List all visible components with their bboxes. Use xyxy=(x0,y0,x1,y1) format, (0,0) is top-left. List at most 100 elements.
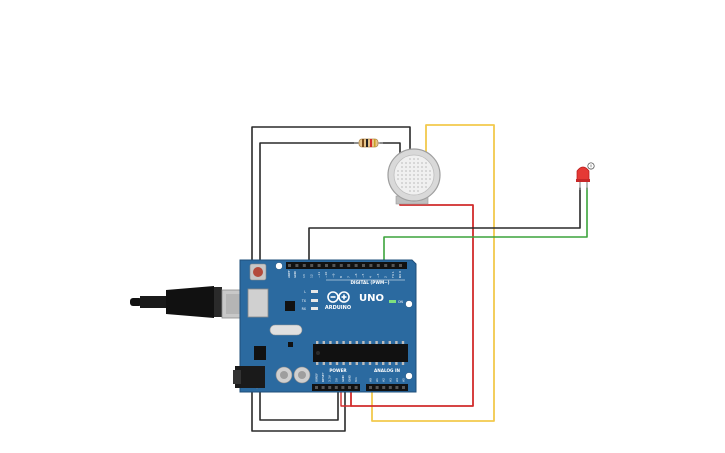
header-hole[interactable] xyxy=(375,386,379,389)
header-hole[interactable] xyxy=(388,386,392,389)
header-hole[interactable] xyxy=(317,264,321,267)
rx-label: RX xyxy=(302,307,307,311)
atmega-chip xyxy=(313,341,408,365)
digital-pin-label: 12 xyxy=(309,274,313,278)
chip-pin xyxy=(329,362,332,365)
mesh-dot xyxy=(429,170,431,172)
crystal xyxy=(269,324,303,336)
wire-yellow[interactable] xyxy=(371,124,495,422)
header-hole[interactable] xyxy=(391,264,395,267)
mesh-dot xyxy=(401,178,403,180)
header-hole[interactable] xyxy=(369,386,372,389)
resistor[interactable] xyxy=(354,138,383,148)
analog-pin-label: A5 xyxy=(402,378,406,382)
header-hole[interactable] xyxy=(332,264,336,267)
chip-pin xyxy=(316,341,319,344)
wire-black-led[interactable] xyxy=(308,187,581,265)
mesh-dot xyxy=(421,174,423,176)
mesh-dot xyxy=(425,182,427,184)
header-hole[interactable] xyxy=(354,264,358,267)
mesh-dot xyxy=(397,170,399,172)
chip-pin xyxy=(388,341,391,344)
mesh-dot xyxy=(405,182,407,184)
chip-pin xyxy=(322,341,325,344)
mesh-dot xyxy=(413,174,415,176)
gas-sensor-icon[interactable] xyxy=(387,148,441,205)
analog-pin-label: A4 xyxy=(395,378,399,382)
header-hole[interactable] xyxy=(339,264,343,267)
header-hole[interactable] xyxy=(399,264,402,267)
wire-red-short[interactable] xyxy=(340,387,352,407)
digital-pin-label: 13 xyxy=(302,274,306,278)
header-hole[interactable] xyxy=(328,386,332,389)
digital-pin-label: 4 xyxy=(369,276,373,278)
header-hole[interactable] xyxy=(382,386,386,389)
wire-black-inner[interactable] xyxy=(259,142,359,421)
mesh-dot xyxy=(401,170,403,172)
chip-pin xyxy=(335,341,339,344)
header-hole[interactable] xyxy=(347,264,351,267)
header-hole[interactable] xyxy=(376,264,380,267)
mesh-dot xyxy=(425,178,427,180)
header-hole[interactable] xyxy=(295,264,299,267)
header-hole[interactable] xyxy=(315,386,318,389)
header-hole[interactable] xyxy=(348,386,351,389)
header-hole[interactable] xyxy=(354,386,358,389)
mesh-dot xyxy=(421,186,423,188)
header-hole[interactable] xyxy=(395,386,399,389)
reset-button[interactable] xyxy=(249,263,267,281)
chip-pin xyxy=(362,341,365,344)
analog-label: ANALOG IN xyxy=(374,368,401,373)
mesh-dot xyxy=(397,178,399,180)
mesh-dot xyxy=(409,186,411,188)
usb-b-port[interactable] xyxy=(247,288,269,318)
mesh-dot xyxy=(413,170,415,172)
chip-pin xyxy=(388,362,391,365)
chip-pin xyxy=(395,362,398,365)
mesh-dot xyxy=(405,178,407,180)
chip-pin xyxy=(382,362,385,365)
header-hole[interactable] xyxy=(288,264,291,267)
mesh-dot xyxy=(417,162,419,164)
header-hole[interactable] xyxy=(384,264,388,267)
header-hole[interactable] xyxy=(369,264,373,267)
digital-label: DIGITAL (PWM~) xyxy=(350,280,389,285)
led-icon[interactable]: ! xyxy=(576,162,595,190)
mount-hole xyxy=(405,372,413,380)
mesh-dot xyxy=(421,166,423,168)
mesh-dot xyxy=(421,170,423,172)
mesh-dot xyxy=(429,174,431,176)
chip-pin xyxy=(382,341,385,344)
header-hole[interactable] xyxy=(402,386,405,389)
mount-hole xyxy=(275,262,283,270)
mesh-dot xyxy=(409,174,411,176)
wire-green[interactable] xyxy=(383,187,588,265)
header-hole[interactable] xyxy=(302,264,306,267)
mesh-dot xyxy=(401,186,403,188)
mesh-dot xyxy=(409,158,411,160)
header-hole[interactable] xyxy=(362,264,365,267)
header-hole[interactable] xyxy=(325,264,328,267)
mesh-dot xyxy=(405,174,407,176)
analog-pin-label: A0 xyxy=(369,378,373,382)
header-hole[interactable] xyxy=(321,386,325,389)
brand-label: ARDUINO xyxy=(325,305,351,311)
mesh-dot xyxy=(421,182,423,184)
on-label: ON xyxy=(398,300,404,304)
mesh-dot xyxy=(409,162,411,164)
power-jack[interactable] xyxy=(233,366,265,388)
mesh-dot xyxy=(417,186,419,188)
led-info-badge[interactable] xyxy=(587,162,595,170)
digital-pin-label: ~9 xyxy=(332,273,336,278)
mesh-dot xyxy=(425,162,427,164)
mesh-dot xyxy=(405,162,407,164)
mesh-dot xyxy=(405,170,407,172)
header-hole[interactable] xyxy=(310,264,314,267)
header-hole[interactable] xyxy=(341,386,345,389)
mesh-dot xyxy=(413,186,415,188)
header-hole[interactable] xyxy=(334,386,338,389)
